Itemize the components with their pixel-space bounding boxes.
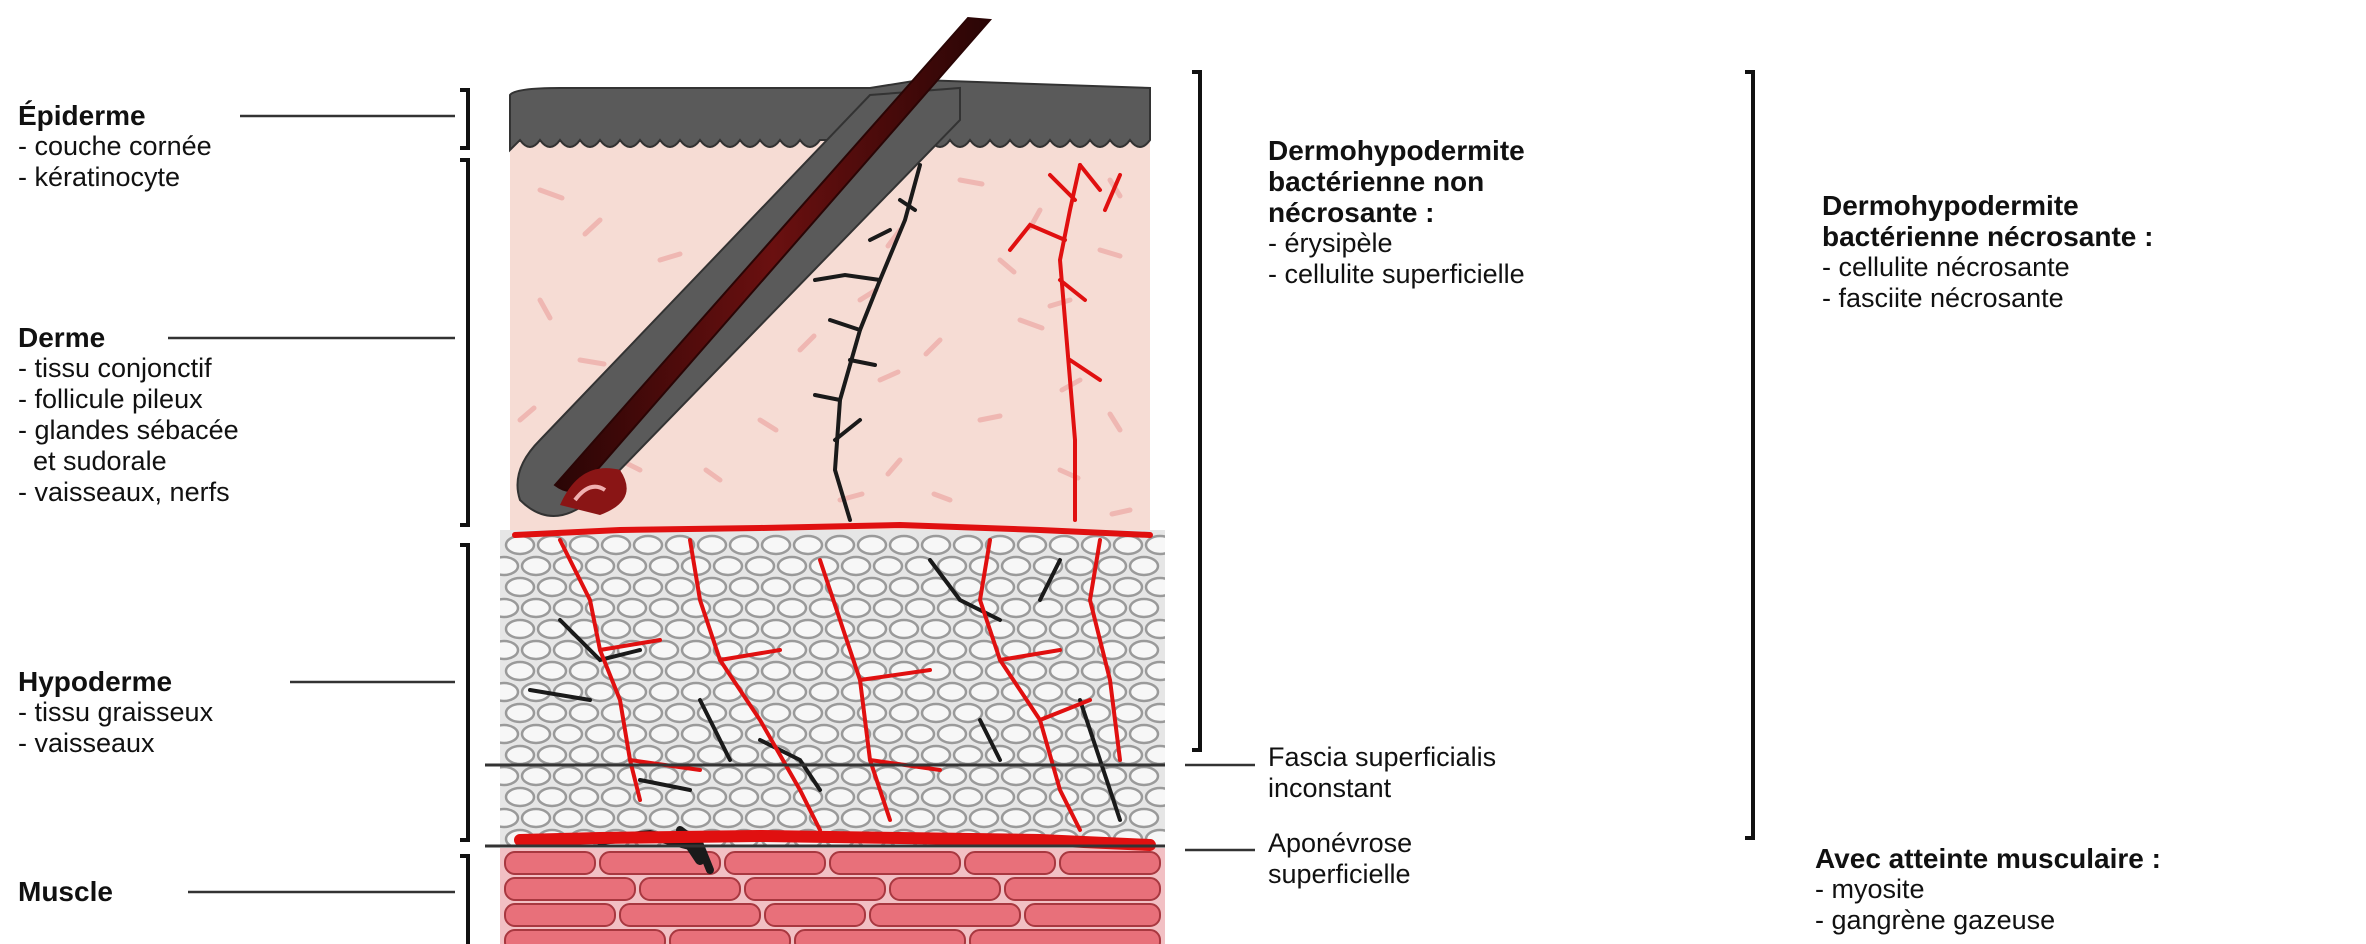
hypoderme-title: Hypoderme	[18, 666, 213, 697]
group-title-line: Avec atteinte musculaire :	[1815, 843, 2161, 874]
label-epiderme: Épiderme - couche cornée - kératinocyte	[18, 100, 212, 193]
label-aponevrose: Aponévrose superficielle	[1268, 828, 1412, 890]
muscle-fibers	[505, 852, 1160, 944]
hypoderme-item: - vaisseaux	[18, 728, 213, 759]
group-title-line: Dermohypodermite	[1822, 190, 2153, 221]
group-title-line: bactérienne non	[1268, 166, 1525, 197]
label-hypoderme: Hypoderme - tissu graisseux - vaisseaux	[18, 666, 213, 759]
group-item: - fasciite nécrosante	[1822, 283, 2153, 314]
aponevrose-line: Aponévrose	[1268, 828, 1412, 859]
muscle-title: Muscle	[18, 876, 113, 907]
fascia-line: inconstant	[1268, 773, 1496, 804]
left-brackets	[460, 90, 468, 944]
derme-item: - follicule pileux	[18, 384, 239, 415]
epiderme-title: Épiderme	[18, 100, 212, 131]
group-title-line: bactérienne nécrosante :	[1822, 221, 2153, 252]
group-item: - cellulite superficielle	[1268, 259, 1525, 290]
group-item: - érysipèle	[1268, 228, 1525, 259]
fascia-line: Fascia superficialis	[1268, 742, 1496, 773]
label-fascia: Fascia superficialis inconstant	[1268, 742, 1496, 804]
group-item: - cellulite nécrosante	[1822, 252, 2153, 283]
epiderme-item: - kératinocyte	[18, 162, 212, 193]
derme-item: et sudorale	[18, 446, 239, 477]
group-item: - myosite	[1815, 874, 2161, 905]
derme-title: Derme	[18, 322, 239, 353]
label-muscle: Muscle	[18, 876, 113, 907]
group-non-necrosante: Dermohypodermite bactérienne non nécrosa…	[1268, 135, 1525, 290]
group-item: - gangrène gazeuse	[1815, 905, 2161, 936]
epiderme-item: - couche cornée	[18, 131, 212, 162]
group-title-line: nécrosante :	[1268, 197, 1525, 228]
right-leaders	[1185, 765, 1255, 850]
hypoderme-item: - tissu graisseux	[18, 697, 213, 728]
derme-item: - vaisseaux, nerfs	[18, 477, 239, 508]
group-necrosante: Dermohypodermite bactérienne nécrosante …	[1822, 190, 2153, 314]
group-musculaire: Avec atteinte musculaire : - myosite - g…	[1815, 843, 2161, 936]
label-derme: Derme - tissu conjonctif - follicule pil…	[18, 322, 239, 508]
group-title-line: Dermohypodermite	[1268, 135, 1525, 166]
aponevrose-line: superficielle	[1268, 859, 1412, 890]
derme-item: - tissu conjonctif	[18, 353, 239, 384]
derme-item: - glandes sébacée	[18, 415, 239, 446]
